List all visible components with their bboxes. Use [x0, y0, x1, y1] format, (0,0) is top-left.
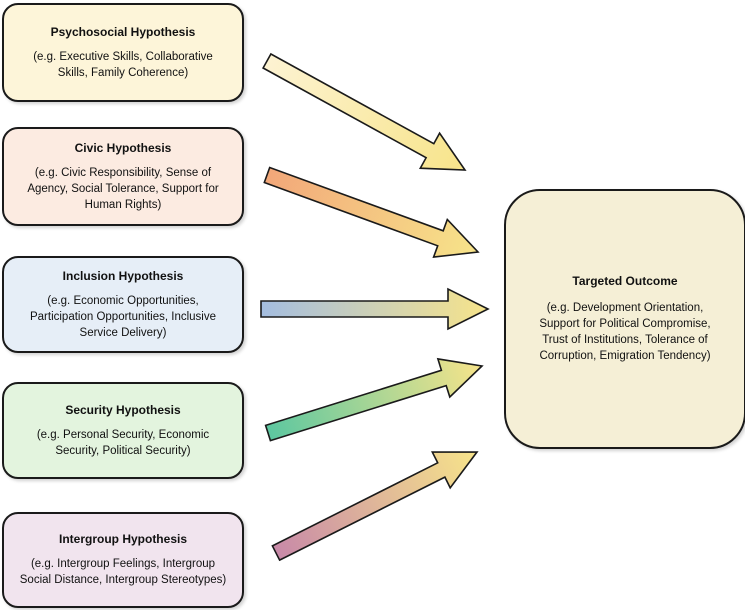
inclusion-hypothesis-title: Inclusion Hypothesis: [62, 268, 184, 283]
inclusion-hypothesis-box: Inclusion Hypothesis (e.g. Economic Oppo…: [2, 256, 244, 353]
inclusion-arrow: [260, 287, 490, 331]
inclusion-hypothesis-desc: (e.g. Economic Opportunities, Participat…: [29, 294, 216, 339]
psychosocial-hypothesis-desc: (e.g. Executive Skills, Collaborative Sk…: [33, 50, 213, 79]
civic-hypothesis-desc: (e.g. Civic Responsibility, Sense of Age…: [27, 166, 219, 211]
psychosocial-hypothesis-title: Psychosocial Hypothesis: [50, 24, 196, 39]
intergroup-hypothesis-desc: (e.g. Intergroup Feelings, Intergroup So…: [19, 558, 227, 586]
security-hypothesis-desc: (e.g. Personal Security, Economic Securi…: [36, 428, 210, 457]
civic-hypothesis-title: Civic Hypothesis: [74, 140, 172, 155]
targeted-outcome-desc: (e.g. Development Orientation, Support f…: [539, 302, 711, 362]
civic-arrow: [263, 166, 480, 259]
intergroup-hypothesis-box: Intergroup Hypothesis (e.g. Intergroup F…: [2, 512, 244, 608]
psychosocial-arrow: [262, 52, 467, 171]
intergroup-arrow: [271, 451, 479, 562]
security-hypothesis-title: Security Hypothesis: [65, 402, 181, 417]
targeted-outcome-title: Targeted Outcome: [572, 274, 678, 288]
intergroup-hypothesis-title: Intergroup Hypothesis: [58, 532, 187, 546]
security-arrow: [264, 357, 484, 442]
psychosocial-hypothesis-box: Psychosocial Hypothesis (e.g. Executive …: [2, 3, 244, 102]
civic-hypothesis-box: Civic Hypothesis (e.g. Civic Responsibil…: [2, 127, 244, 226]
targeted-outcome-box: Targeted Outcome (e.g. Development Orien…: [504, 189, 745, 449]
security-hypothesis-box: Security Hypothesis (e.g. Personal Secur…: [2, 382, 244, 479]
